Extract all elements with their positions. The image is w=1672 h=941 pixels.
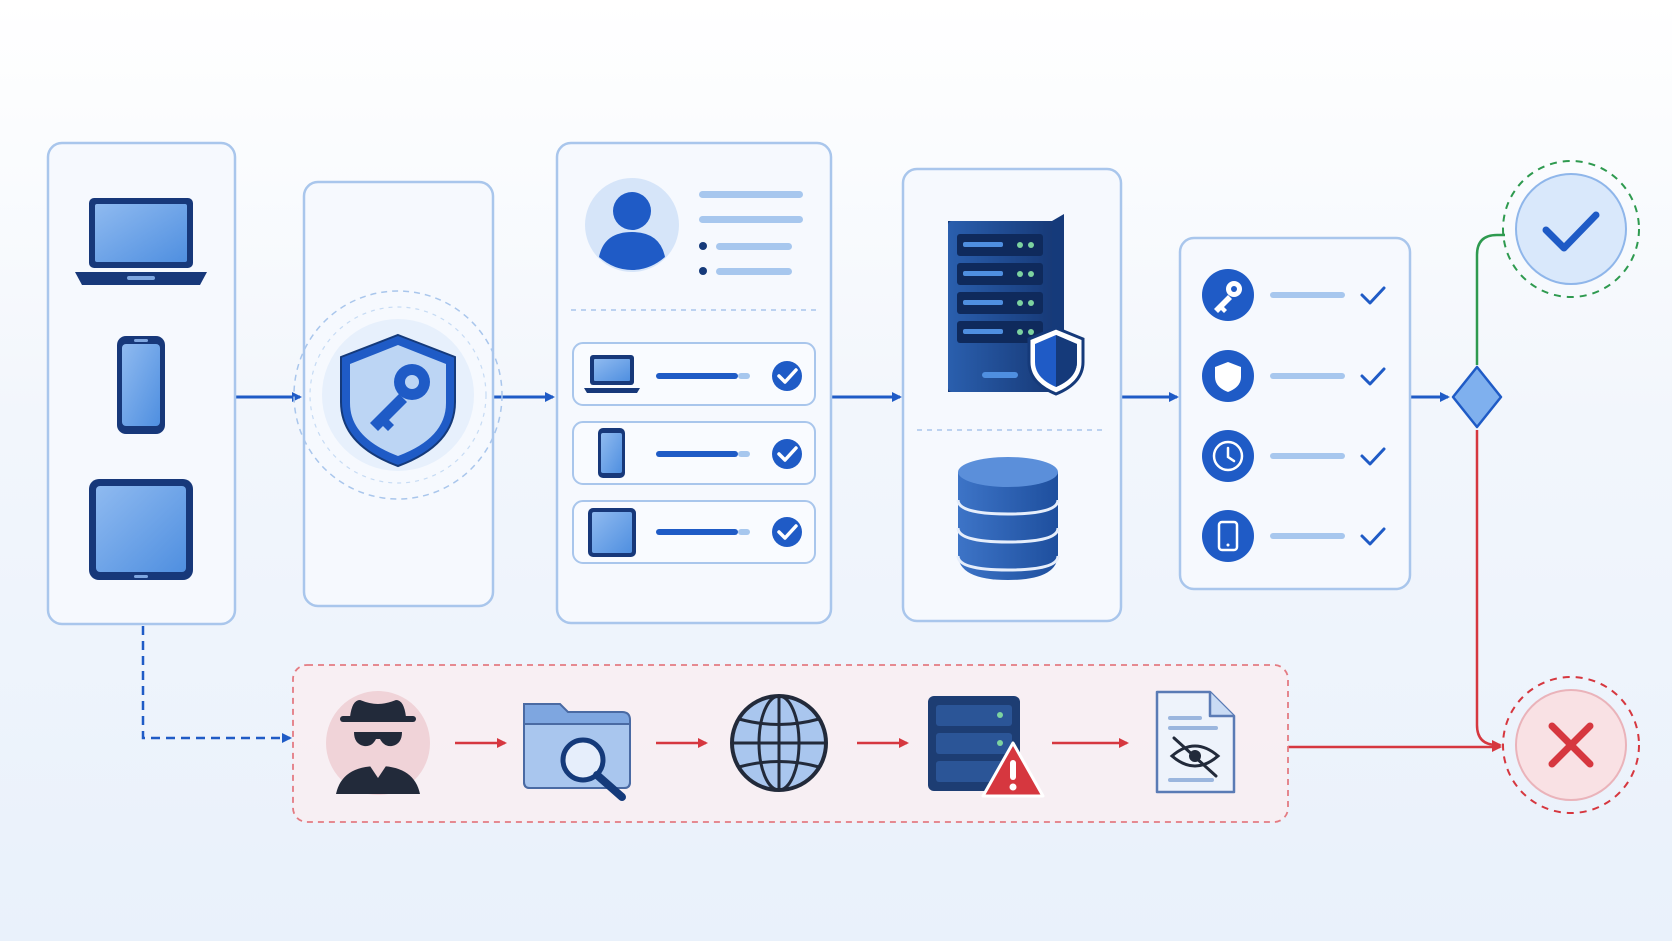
policy-row-clock xyxy=(1202,430,1386,482)
laptop-icon xyxy=(584,355,640,393)
tablet-icon xyxy=(89,479,193,580)
profile-text-lines xyxy=(699,191,803,275)
smartphone-icon xyxy=(1202,510,1254,562)
checkmark-icon xyxy=(1360,527,1386,546)
secure-backend-panel xyxy=(901,167,1123,623)
denied-outcome xyxy=(1502,676,1640,814)
threat-path-panel xyxy=(292,664,1289,823)
policy-row-shield xyxy=(1202,350,1386,402)
user-avatar-icon xyxy=(585,178,679,272)
policy-checks-panel xyxy=(1178,236,1412,591)
database-icon xyxy=(956,457,1060,580)
policy-row-key xyxy=(1202,269,1386,321)
checkmark-icon xyxy=(1360,286,1386,305)
tablet-icon xyxy=(588,508,636,557)
smartphone-icon xyxy=(117,336,165,434)
clock-icon xyxy=(1202,430,1254,482)
folder-search-icon xyxy=(523,703,631,801)
check-circle-icon xyxy=(772,439,802,469)
x-mark-icon xyxy=(1548,722,1594,768)
device-row-smartphone xyxy=(572,421,816,485)
user-profile-panel xyxy=(555,141,833,625)
checkmark-icon xyxy=(1360,447,1386,466)
smartphone-icon xyxy=(598,428,625,478)
devices-panel xyxy=(46,141,237,626)
checkmark-icon xyxy=(1360,367,1386,386)
check-circle-icon xyxy=(772,517,802,547)
failure-connector xyxy=(1475,430,1502,750)
success-outcome xyxy=(1502,160,1640,298)
success-connector xyxy=(1475,233,1505,365)
dashed-branch-to-threat-path xyxy=(141,626,292,743)
shield-icon xyxy=(1202,350,1254,402)
checkmark-icon xyxy=(1542,211,1600,252)
globe-icon xyxy=(730,694,828,792)
key-icon xyxy=(1202,269,1254,321)
hacker-icon xyxy=(326,691,430,795)
policy-row-device xyxy=(1202,510,1386,562)
device-row-laptop xyxy=(572,342,816,406)
shield-key-icon xyxy=(340,333,456,468)
authentication-panel xyxy=(293,180,503,608)
shield-icon xyxy=(1027,326,1085,396)
check-circle-icon xyxy=(772,361,802,391)
laptop-icon xyxy=(75,198,207,285)
device-row-tablet xyxy=(572,500,816,564)
hidden-document-icon xyxy=(1155,690,1236,794)
server-warning-icon xyxy=(928,696,1045,798)
decision-diamond-icon xyxy=(1451,365,1503,429)
